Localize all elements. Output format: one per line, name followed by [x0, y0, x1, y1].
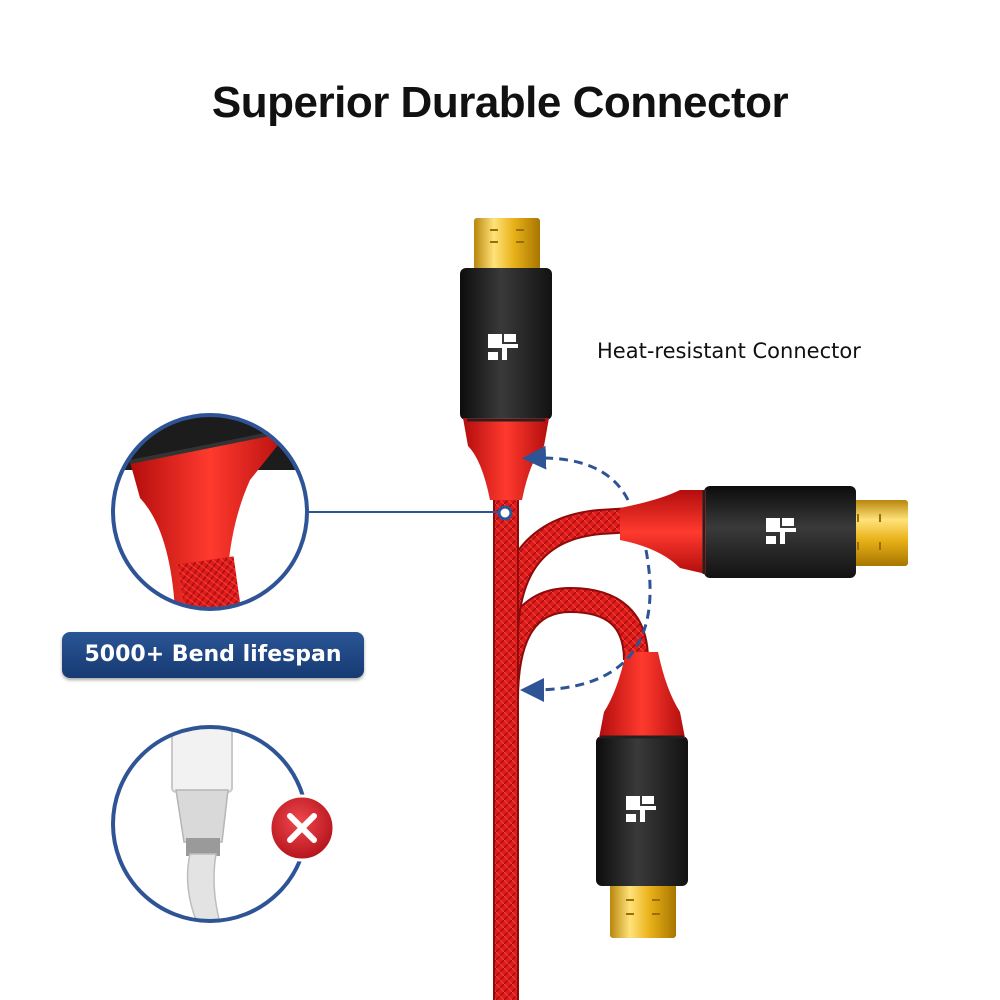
connector-top: [460, 218, 552, 500]
page-title: Superior Durable Connector: [211, 78, 789, 127]
brand-logo-icon: [488, 334, 518, 360]
brand-logo-icon: [766, 518, 796, 544]
bend-arrow-lower: [520, 549, 652, 702]
bend-arrow-upper: [522, 445, 630, 501]
x-mark-icon: [268, 794, 336, 862]
zoom-circle-strain-relief: [111, 413, 309, 611]
zoom-circle-fragile-cable: [111, 725, 309, 923]
heat-resistant-label: Heat-resistant Connector: [597, 339, 861, 363]
brand-logo-icon: [626, 796, 656, 822]
bend-lifespan-badge: 5000+ Bend lifespan: [62, 632, 364, 678]
connector-right: [620, 486, 908, 578]
callout-dot: [497, 505, 513, 521]
connector-bottom: [596, 652, 688, 938]
